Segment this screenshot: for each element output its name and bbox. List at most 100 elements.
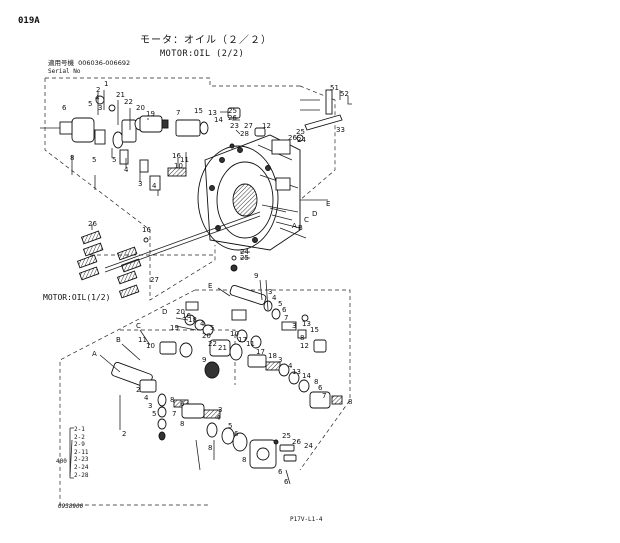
callout-label: 6 — [318, 384, 323, 392]
callout-numbers: 1 2 4 5 3 21 22 20 19 6 8 5 5 4 3 4 16 1… — [62, 80, 352, 486]
kit-item: 2-24 — [74, 463, 89, 471]
callout-label: 26 — [228, 114, 237, 122]
cross-reference-label[interactable]: MOTOR:OIL(1/2) — [43, 293, 111, 302]
title-english: MOTOR:OIL (2/2) — [160, 49, 245, 59]
callout-label: E — [326, 200, 330, 208]
callout-label: 6 — [62, 104, 67, 112]
kit-item: 2-28 — [74, 471, 89, 479]
callout-label: 16 — [182, 312, 191, 320]
kit-item: 2-1 — [74, 426, 85, 433]
callout-label: 26 — [88, 220, 97, 228]
callout-label: A — [292, 222, 297, 230]
lower-assembly-frame — [59, 289, 351, 506]
callout-label: 17 — [256, 348, 265, 356]
callout-label: C — [136, 322, 141, 330]
callout-label: 3 — [98, 104, 102, 112]
callout-label: 14 — [214, 116, 223, 124]
callout-label: 26 — [292, 438, 301, 446]
callout-label: D — [162, 308, 167, 316]
callout-label: 17 — [238, 336, 247, 344]
serial-no-label: Serial No — [48, 68, 81, 75]
callout-label: 6 — [234, 430, 239, 438]
callout-label: E — [208, 282, 212, 290]
callout-label: 5 — [228, 422, 232, 430]
callout-label: 5 — [210, 324, 214, 332]
callout-label: 20 — [202, 332, 211, 340]
callout-label: 26 — [288, 134, 297, 142]
kit-contents-list: 2-1 2-2 2-9 2-11 2-23 2-24 2-28 — [74, 426, 88, 479]
document-id: 0938900 — [58, 503, 84, 510]
callout-label: 51 — [330, 84, 339, 92]
callout-label: 6 — [284, 478, 289, 486]
callout-label: 11 — [246, 340, 255, 348]
callout-label: 8 — [314, 378, 318, 386]
callout-label: 8 — [208, 444, 212, 452]
serial-range-label: 適用号機 006036-006692 — [48, 59, 131, 67]
callout-label: 3 — [278, 356, 282, 364]
callout-label: 5 — [92, 156, 96, 164]
callout-label: 1 — [104, 80, 108, 88]
callout-label: 15 — [194, 107, 203, 115]
callout-label: 19 — [146, 110, 155, 118]
callout-label: 4 — [124, 166, 129, 174]
callout-label: 20 — [136, 104, 145, 112]
spring-set-left — [76, 224, 142, 299]
kit-bracket — [69, 427, 74, 479]
right-cover-bolts — [227, 89, 343, 272]
callout-label: C — [304, 216, 309, 224]
callout-label: 22 — [124, 98, 133, 106]
callout-label: 7 — [176, 109, 180, 117]
callout-label: 8 — [70, 154, 74, 162]
callout-label: 3 — [218, 406, 222, 414]
spool-assembly-e — [229, 285, 327, 353]
callout-label: 7 — [284, 314, 288, 322]
callout-label: 25 — [282, 432, 291, 440]
callout-label: 7 — [172, 410, 176, 418]
callout-label: 10 — [174, 162, 183, 170]
callout-label: 8 — [180, 420, 184, 428]
callout-label: 24 — [297, 136, 306, 144]
callout-label: 9 — [254, 272, 258, 280]
callout-label: 5 — [88, 100, 92, 108]
kit-item: 2-2 — [74, 433, 85, 441]
callout-label: 21 — [218, 344, 227, 352]
callout-label: 5 — [278, 300, 282, 308]
spool-assembly-b — [159, 301, 220, 379]
callout-label: 33 — [336, 126, 345, 134]
callout-label: 2 — [122, 430, 126, 438]
callout-label: 3 — [292, 322, 296, 330]
callout-label: 27 — [244, 122, 253, 130]
spool-assembly-a — [111, 361, 248, 452]
callout-label: 4 — [200, 320, 205, 328]
motor-housing — [197, 134, 301, 251]
callout-label: 7 — [322, 392, 326, 400]
callout-label: 6 — [278, 468, 283, 476]
callout-label: 24 — [240, 248, 249, 256]
callout-label: 16 — [142, 226, 151, 234]
callout-label: 8 — [348, 398, 352, 406]
callout-label: B — [298, 224, 303, 232]
leader-lines — [69, 90, 352, 485]
callout-label: 25 — [296, 128, 305, 136]
callout-label: 52 — [340, 90, 349, 98]
callout-label: 23 — [230, 122, 239, 130]
callout-label: 6 — [282, 306, 287, 314]
callout-label: 16 — [172, 152, 181, 160]
callout-label: 2 — [96, 86, 100, 94]
callout-label: D — [312, 210, 317, 218]
callout-label: 11 — [180, 156, 189, 164]
callout-label: 24 — [304, 442, 313, 450]
callout-label: 19 — [170, 324, 179, 332]
kit-item: 2-23 — [74, 456, 89, 464]
callout-label: 20 — [176, 308, 185, 316]
callout-label: 10 — [230, 330, 239, 338]
callout-label: 13 — [208, 109, 217, 117]
title-japanese: モータ：オイル（２／２） — [140, 35, 272, 46]
kit-item: 2-9 — [74, 441, 85, 449]
callout-label: 4 — [288, 362, 293, 370]
callout-label: 3 — [138, 180, 142, 188]
callout-label: 5 — [112, 156, 116, 164]
callout-label: 11 — [138, 336, 147, 344]
callout-label: 13 — [302, 320, 311, 328]
